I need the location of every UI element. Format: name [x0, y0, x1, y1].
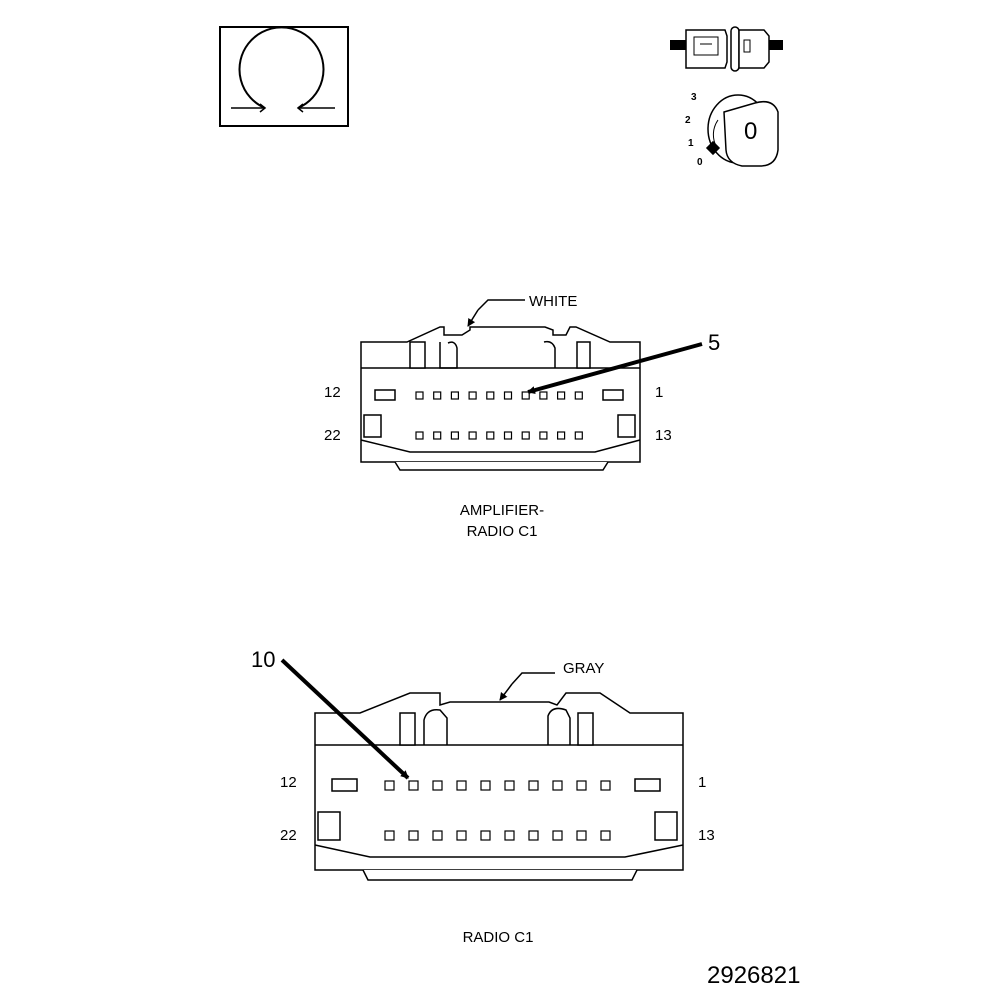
radio-pin-cavity	[432, 830, 443, 841]
amplifier-pin-cavity	[486, 391, 495, 400]
amplifier-pin-cavity	[433, 391, 442, 400]
amplifier-pin-cavity	[556, 431, 566, 440]
amplifier-pin-label-12: 12	[324, 384, 341, 401]
radio-pin-cavity	[576, 780, 587, 791]
radio-pin-cavity	[576, 830, 587, 841]
amplifier-callout-number: 5	[708, 330, 721, 355]
radio-pin-cavity	[384, 780, 395, 791]
amplifier-pin-cavity	[521, 431, 530, 440]
amplifier-pin-cavity	[415, 391, 424, 400]
radio-callout-number: 10	[251, 647, 276, 672]
radio-pin-label-13: 13	[698, 827, 715, 844]
radio-pin-label-22: 22	[280, 827, 297, 844]
amplifier-pin-cavity	[503, 431, 513, 440]
radio-pin-cavity	[528, 830, 539, 841]
amplifier-pin-cavity	[450, 391, 459, 400]
amplifier-pin-cavity	[556, 391, 566, 400]
ignition-position-3: 3	[691, 92, 697, 103]
amplifier-pin-cavity	[539, 431, 548, 440]
amplifier-pin-cavity	[503, 391, 513, 400]
ignition-position-1: 1	[688, 138, 694, 149]
radio-pin-cavity	[528, 780, 539, 791]
amplifier-pin-label-22: 22	[324, 427, 341, 444]
amplifier-pin-row-bottom	[415, 431, 583, 440]
amplifier-pin-label-1: 1	[655, 384, 664, 401]
amplifier-caption-line2: RADIO C1	[466, 523, 538, 540]
ignition-key-icon	[705, 94, 779, 167]
amplifier-pin-cavity	[574, 431, 583, 440]
radio-pin-cavity	[600, 780, 611, 791]
amplifier-pin-cavity	[468, 431, 477, 440]
amplifier-pin-label-13: 13	[655, 427, 672, 444]
radio-pin-label-1: 1	[698, 774, 707, 791]
radio-color-label: GRAY	[563, 660, 605, 677]
ignition-position-2: 2	[685, 115, 691, 126]
amplifier-color-label: WHITE	[529, 293, 578, 310]
amplifier-pin-cavity	[521, 391, 530, 400]
amplifier-pin-cavity	[486, 431, 495, 440]
radio-pin-cavity	[408, 830, 419, 841]
radio-pin-cavity	[480, 780, 491, 791]
radio-connector-caption: RADIO C1	[462, 929, 534, 946]
radio-pin-cavity	[408, 780, 419, 791]
radio-pin-cavity	[456, 830, 467, 841]
radio-pin-cavity	[552, 830, 563, 841]
ignition-key-label: 0	[744, 118, 758, 145]
radio-pin-row-top	[384, 780, 611, 791]
radio-pin-row-bottom	[384, 830, 611, 841]
amplifier-pin-cavity	[450, 431, 459, 440]
radio-connector	[280, 658, 684, 881]
ohm-meter-symbol-icon	[219, 26, 349, 127]
figure-number: 2926821	[707, 962, 801, 989]
amplifier-pin-cavity	[415, 431, 424, 440]
amplifier-pin-row-top	[415, 391, 583, 400]
radio-pin-cavity	[480, 830, 491, 841]
amplifier-radio-connector	[360, 299, 703, 471]
radio-pin-cavity	[600, 830, 611, 841]
amplifier-pin-cavity	[468, 391, 477, 400]
connector-probe-icon	[670, 26, 783, 72]
amplifier-pin-cavity	[574, 391, 583, 400]
amplifier-pin-cavity	[539, 391, 548, 400]
radio-pin-label-12: 12	[280, 774, 297, 791]
radio-pin-cavity	[504, 830, 515, 841]
amplifier-pin-cavity	[433, 431, 442, 440]
amplifier-connector-caption: AMPLIFIER- RADIO C1	[402, 500, 602, 542]
radio-pin-cavity	[384, 830, 395, 841]
radio-pin-cavity	[552, 780, 563, 791]
ignition-position-0: 0	[697, 157, 703, 168]
radio-pin-cavity	[456, 780, 467, 791]
amplifier-caption-line1: AMPLIFIER-	[459, 502, 545, 519]
radio-pin-cavity	[432, 780, 443, 791]
radio-pin-cavity	[504, 780, 515, 791]
